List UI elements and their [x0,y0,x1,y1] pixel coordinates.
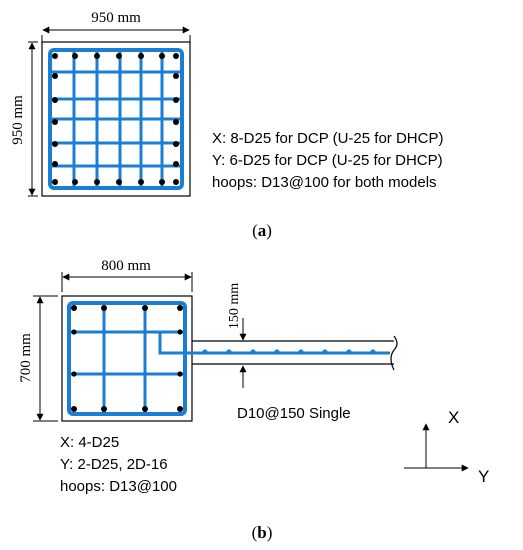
axis-indicator: X Y [404,408,489,486]
slab-break-line [390,335,398,371]
spec-a-hoops: hoops: D13@100 for both models [212,174,437,191]
spec-a-x: X: 8-D25 for DCP (U-25 for DHCP) [212,130,443,147]
caption-a: (a) [252,221,272,240]
spec-a-y: Y: 6-D25 for DCP (U-25 for DHCP) [212,152,443,169]
column-b-hoop [67,301,187,416]
column-b-outline [61,295,193,422]
column-b-ties [69,303,185,414]
dim-a-height-label: 950 mm [10,95,26,145]
column-b-bars [71,305,183,412]
slab [158,332,398,371]
spec-b-y: Y: 2-D25, 2D-16 [60,456,168,473]
column-a-bars [52,53,179,185]
panel-a: 950 mm 950 mm [10,10,443,240]
column-a-ties [50,50,182,188]
axis-x-label: X [448,408,459,427]
column-a-hoop [48,48,184,190]
axis-y-label: Y [478,467,489,486]
dim-b-width-label: 800 mm [101,258,151,274]
panel-b: 800 mm 700 mm [18,258,489,542]
dim-a-width-label: 950 mm [91,10,141,26]
column-a-outline [41,41,191,197]
slab-rebar-label: D10@150 Single [237,405,351,422]
dim-slab-label: 150 mm [227,283,242,329]
slab-rebar [158,332,390,355]
dim-b-height-label: 700 mm [18,333,34,383]
spec-b-hoops: hoops: D13@100 [60,478,177,495]
spec-b-x: X: 4-D25 [60,434,119,451]
caption-b: (b) [252,523,273,542]
